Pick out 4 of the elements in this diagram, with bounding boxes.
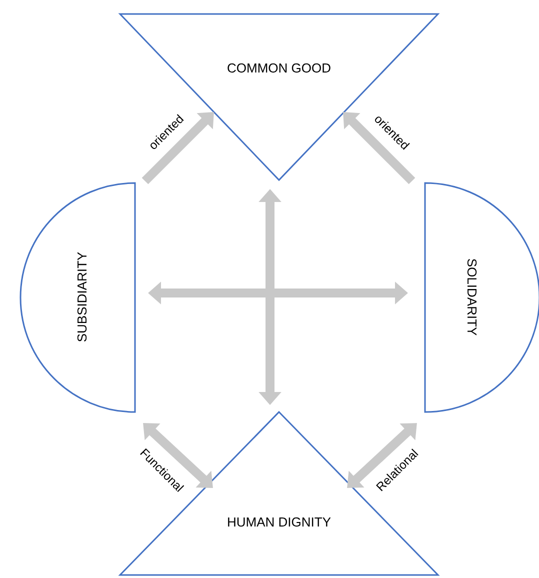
block-arrow <box>143 423 213 488</box>
block-arrow <box>347 423 417 488</box>
block-arrow <box>142 112 214 184</box>
block-arrow <box>343 112 416 184</box>
